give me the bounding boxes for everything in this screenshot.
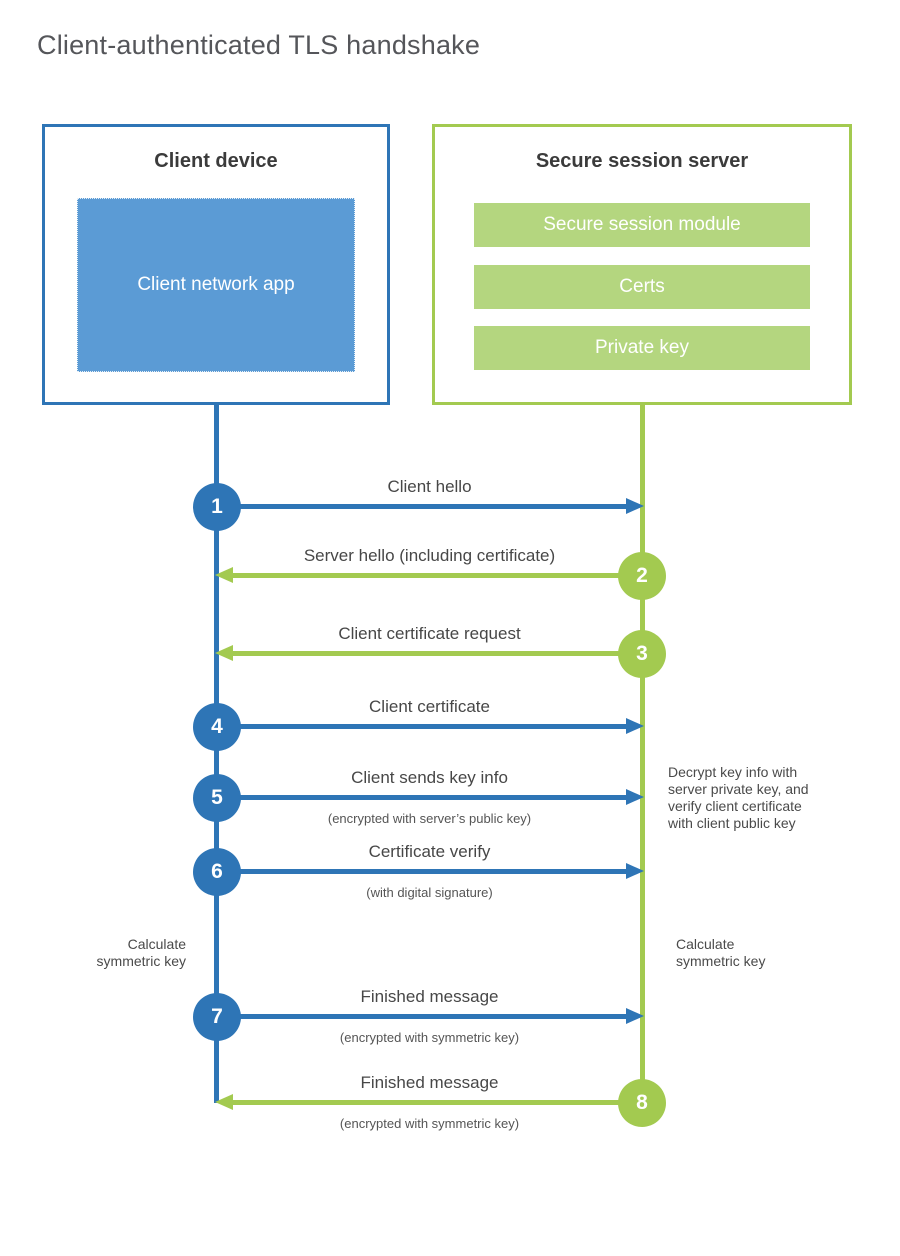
step-2: Server hello (including certificate) 2 <box>0 536 900 610</box>
step-8: Finished message (encrypted with symmetr… <box>0 1063 900 1137</box>
step-7-arrow-line <box>217 1014 626 1019</box>
step-1-arrowhead-icon <box>626 498 644 514</box>
step-5: Client sends key info (encrypted with se… <box>0 758 900 832</box>
step-6-sublabel: (with digital signature) <box>366 885 493 900</box>
step-2-arrow-line <box>233 573 642 578</box>
server-module-private-key-label: Private key <box>595 337 689 358</box>
step-6-label: Certificate verify <box>368 842 491 861</box>
step-4-label: Client certificate <box>369 697 490 716</box>
step-8-sublabel: (encrypted with symmetric key) <box>339 1116 520 1131</box>
client-network-app-label: Client network app <box>137 274 295 296</box>
step-6-arrow-line <box>217 869 626 874</box>
step-5-arrow-line <box>217 795 626 800</box>
step-4-arrow-line <box>217 724 626 729</box>
step-5-number-badge: 5 <box>193 774 241 822</box>
step-1: Client hello 1 <box>0 467 900 541</box>
step-4-arrowhead-icon <box>626 718 644 734</box>
secure-session-server-title: Secure session server <box>535 150 749 172</box>
client-network-app-box: Client network app <box>77 198 355 372</box>
server-module-certs-label: Certs <box>619 276 665 297</box>
step-7-number-badge: 7 <box>193 993 241 1041</box>
step-3-number-badge: 3 <box>618 630 666 678</box>
step-2-arrowhead-icon <box>215 567 233 583</box>
step-1-label: Client hello <box>387 477 472 496</box>
step-8-arrowhead-icon <box>215 1094 233 1110</box>
step-5-sublabel: (encrypted with server’s public key) <box>327 811 532 826</box>
step-1-arrow-line <box>217 504 626 509</box>
step-3-arrowhead-icon <box>215 645 233 661</box>
calculate-symmetric-key-note-client: Calculate symmetric key <box>96 936 186 969</box>
step-2-label: Server hello (including certificate) <box>303 546 556 565</box>
step-7: Finished message (encrypted with symmetr… <box>0 977 900 1051</box>
server-module-private-key: Private key <box>474 326 810 370</box>
server-module-secure-session-label: Secure session module <box>543 214 741 235</box>
step-8-number-badge: 8 <box>618 1079 666 1127</box>
step-6-arrowhead-icon <box>626 863 644 879</box>
step-6-number-badge: 6 <box>193 848 241 896</box>
server-module-secure-session: Secure session module <box>474 203 810 247</box>
server-module-certs: Certs <box>474 265 810 309</box>
step-7-label: Finished message <box>360 987 499 1006</box>
step-2-number-badge: 2 <box>618 552 666 600</box>
step-3-label: Client certificate request <box>338 624 521 643</box>
step-6: Certificate verify (with digital signatu… <box>0 832 900 906</box>
decrypt-key-info-note: Decrypt key info with server private key… <box>668 764 809 831</box>
step-3-arrow-line <box>233 651 642 656</box>
step-7-sublabel: (encrypted with symmetric key) <box>339 1030 520 1045</box>
calculate-symmetric-key-note-server: Calculate symmetric key <box>676 936 766 969</box>
step-4: Client certificate 4 <box>0 687 900 761</box>
step-7-arrowhead-icon <box>626 1008 644 1024</box>
step-5-label: Client sends key info <box>351 768 508 787</box>
page-title: Client-authenticated TLS handshake <box>37 30 481 60</box>
step-5-arrowhead-icon <box>626 789 644 805</box>
step-8-arrow-line <box>233 1100 642 1105</box>
step-4-number-badge: 4 <box>193 703 241 751</box>
server-lifeline <box>640 405 645 1103</box>
client-device-title: Client device <box>154 150 278 172</box>
step-1-number-badge: 1 <box>193 483 241 531</box>
step-8-label: Finished message <box>360 1073 499 1092</box>
step-3: Client certificate request 3 <box>0 614 900 688</box>
client-lifeline <box>214 405 219 1103</box>
